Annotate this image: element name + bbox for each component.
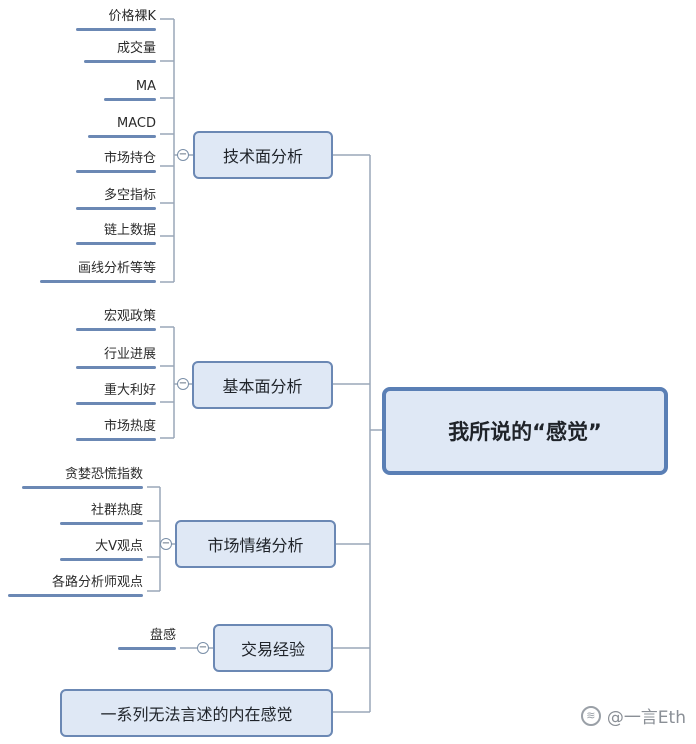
node-sentiment-analysis[interactable]: 市场情绪分析 xyxy=(175,520,336,568)
leaf-price-k: 价格裸K xyxy=(76,6,156,31)
leaf-long-short: 多空指标 xyxy=(76,185,156,210)
leaf-market-feel: 盘感 xyxy=(118,625,176,650)
wechat-logo-icon: ≋ xyxy=(580,705,601,726)
leaf-macro-policy: 宏观政策 xyxy=(76,306,156,331)
leaf-analyst-opinion: 各路分析师观点 xyxy=(8,572,143,597)
node-technical-analysis[interactable]: 技术面分析 xyxy=(193,131,333,179)
leaf-fear-greed-index: 贪婪恐慌指数 xyxy=(22,464,143,489)
leaf-industry-progress: 行业进展 xyxy=(76,344,156,369)
node-fundamental-analysis[interactable]: 基本面分析 xyxy=(192,361,333,409)
leaf-market-position: 市场持仓 xyxy=(76,148,156,173)
leaf-market-heat: 市场热度 xyxy=(76,416,156,441)
root-node[interactable]: 我所说的“感觉” xyxy=(382,387,668,475)
collapse-icon-fundamental[interactable]: − xyxy=(177,378,189,390)
leaf-community-heat: 社群热度 xyxy=(60,500,143,525)
node-inner-feeling[interactable]: 一系列无法言述的内在感觉 xyxy=(60,689,333,737)
leaf-macd: MACD xyxy=(88,113,156,138)
collapse-icon-sentiment[interactable]: − xyxy=(160,538,172,550)
leaf-drawing-analysis: 画线分析等等 xyxy=(40,258,156,283)
leaf-major-positive: 重大利好 xyxy=(76,380,156,405)
leaf-volume: 成交量 xyxy=(84,38,156,63)
watermark-text: @一言Eth xyxy=(606,708,686,728)
collapse-icon-technical[interactable]: − xyxy=(177,149,189,161)
leaf-ma: MA xyxy=(104,76,156,101)
collapse-icon-experience[interactable]: − xyxy=(197,642,209,654)
node-trading-experience[interactable]: 交易经验 xyxy=(213,624,333,672)
watermark: ≋ @一言Eth xyxy=(580,703,686,728)
leaf-onchain-data: 链上数据 xyxy=(76,220,156,245)
leaf-kol-opinion: 大V观点 xyxy=(60,536,143,561)
